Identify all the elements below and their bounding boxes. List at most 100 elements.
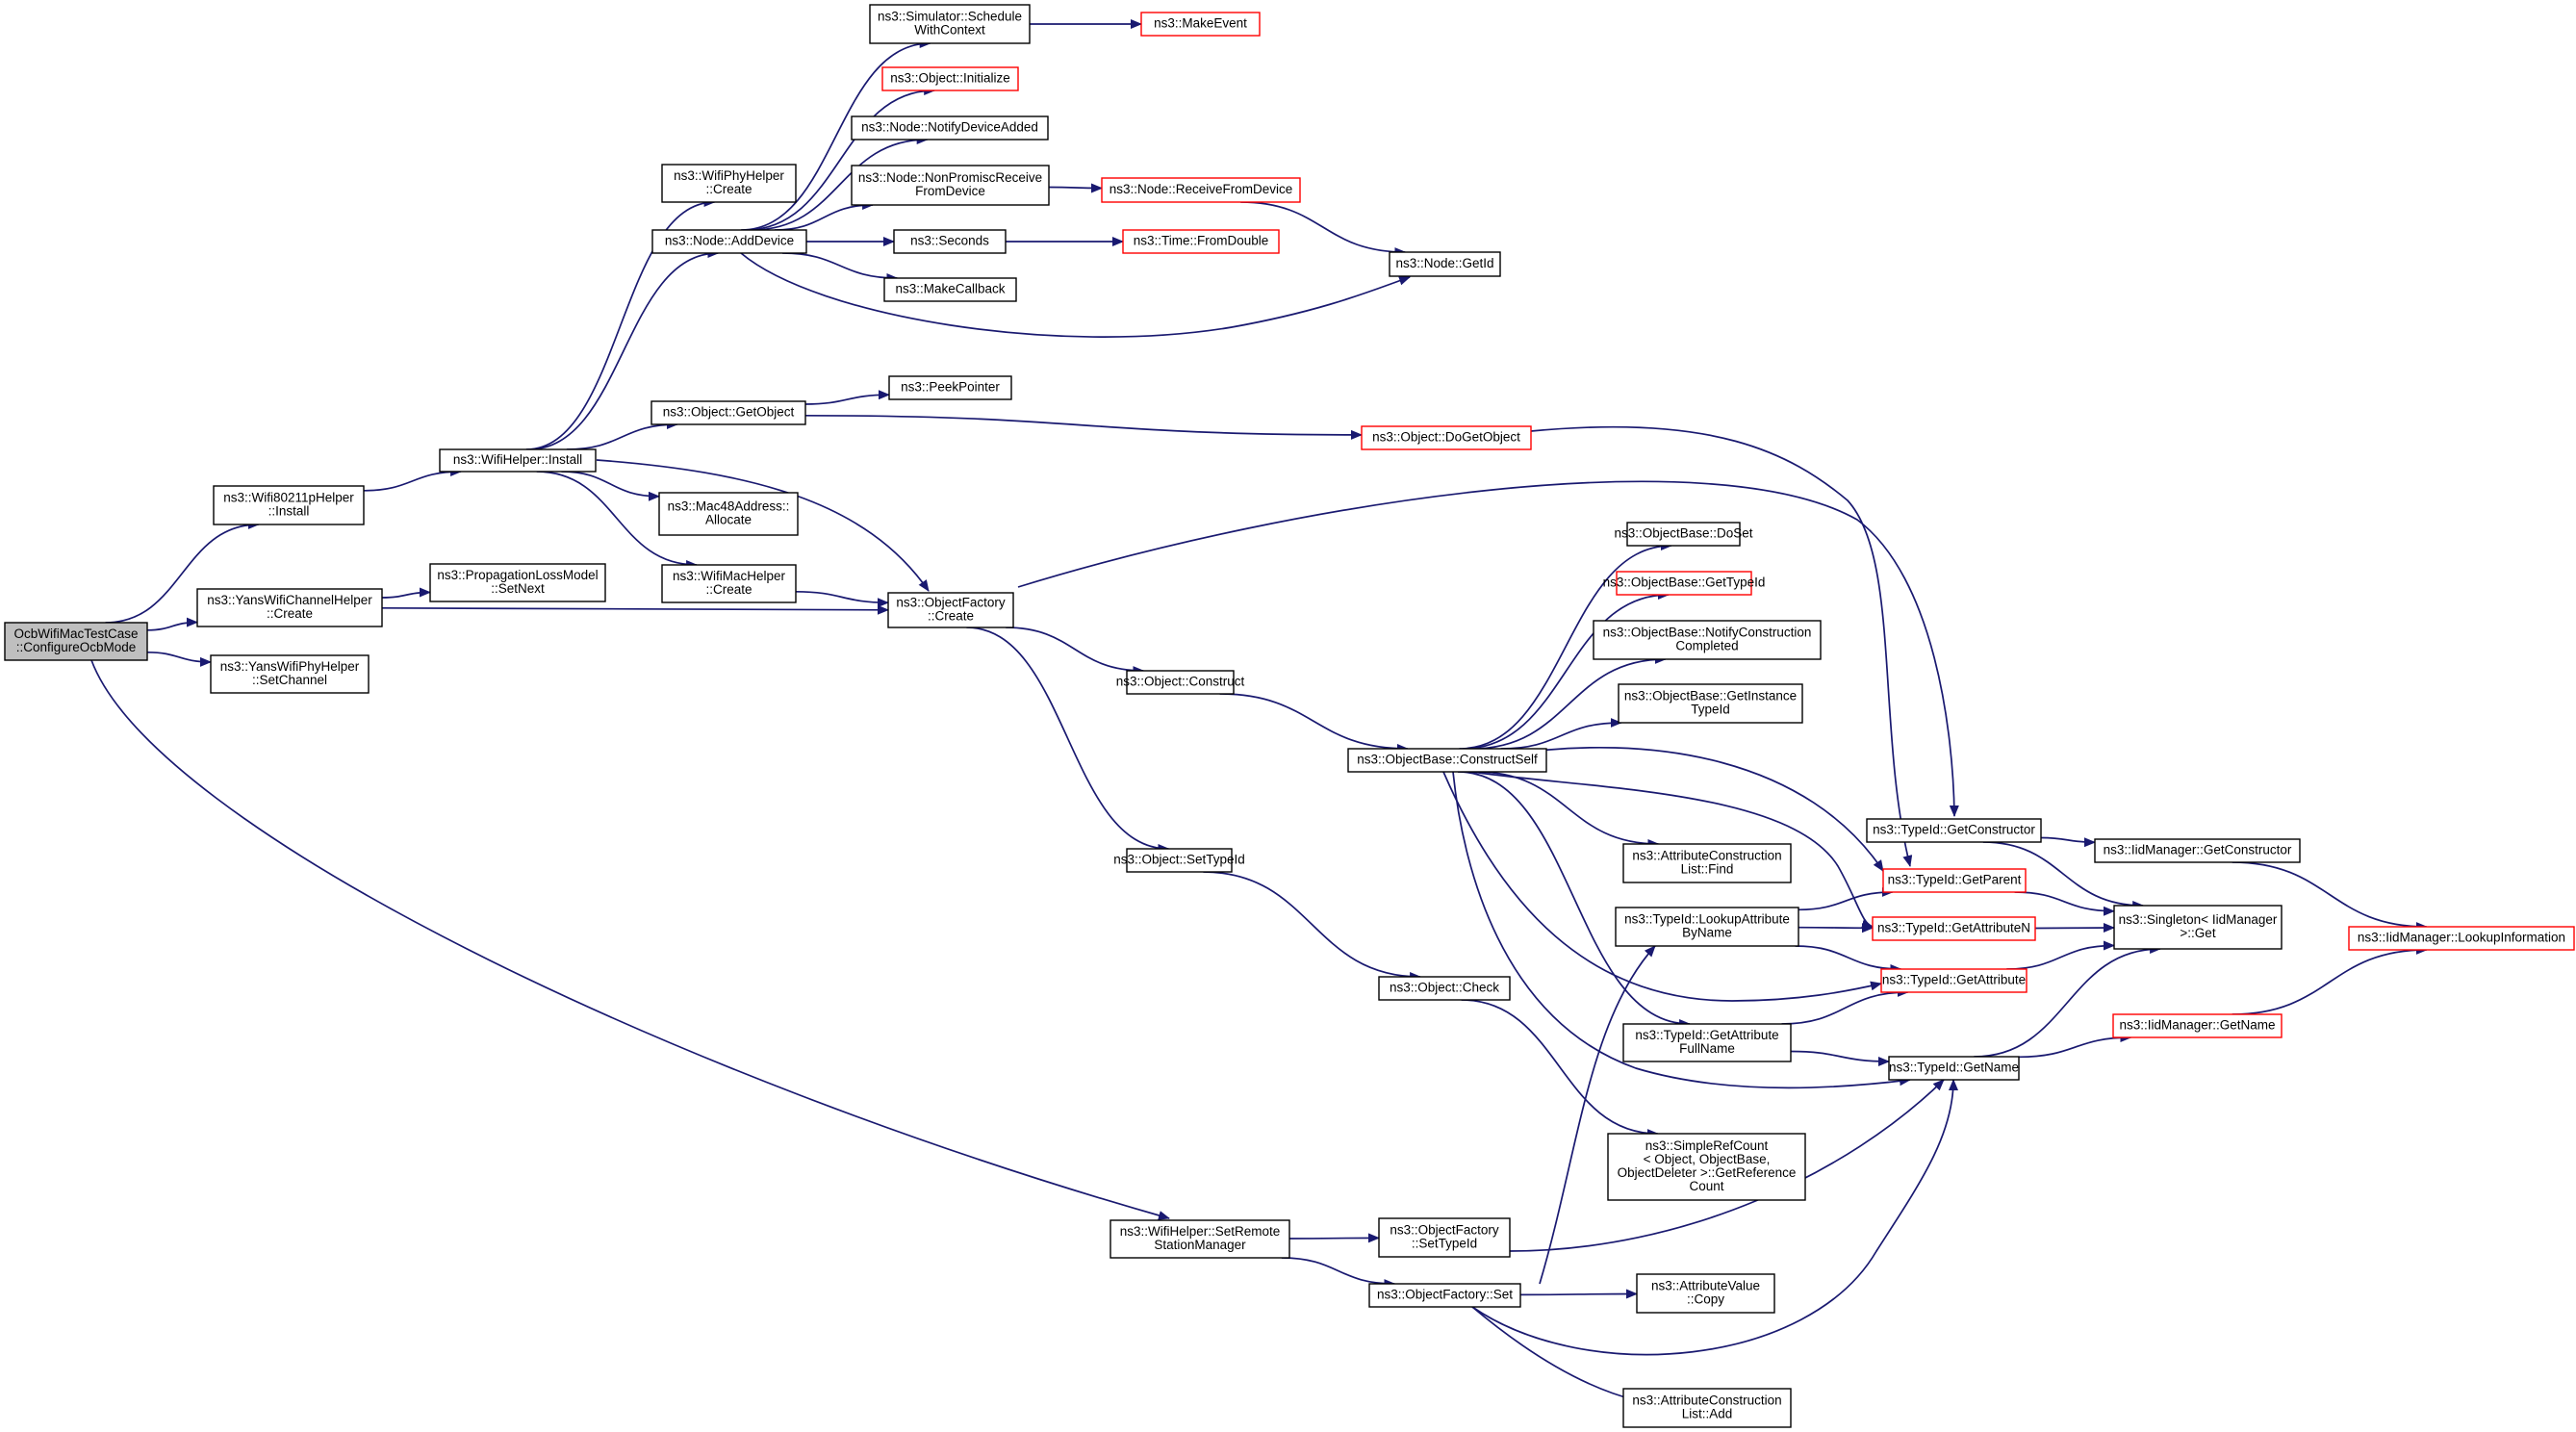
- edge-objfactory_set-to-attrvalue_copy: [1519, 1289, 1638, 1299]
- edge-object_dogetobject-to-typeid_getparent: [1530, 425, 1913, 867]
- node-label-line: ns3::YansWifiPhyHelper: [220, 659, 360, 674]
- node-label-line: Count: [1689, 1179, 1723, 1193]
- node-node-adddevice[interactable]: ns3::Node::AddDevice: [651, 229, 807, 254]
- node-root[interactable]: OcbWifiMacTestCase::ConfigureOcbMode: [4, 622, 148, 661]
- node-objfactory-create[interactable]: ns3::ObjectFactory::Create: [887, 592, 1014, 628]
- node-box: [881, 66, 1019, 91]
- node-label-line: ns3::ObjectBase::GetTypeId: [1603, 575, 1766, 590]
- node-mac48-allocate[interactable]: ns3::Mac48Address::Allocate: [658, 492, 799, 536]
- node-box: [4, 622, 148, 661]
- node-typeid-getattributen[interactable]: ns3::TypeId::GetAttributeN: [1872, 916, 2036, 941]
- node-label-line: ns3::AttributeConstruction: [1632, 1394, 1781, 1408]
- node-iidmanager-getname[interactable]: ns3::IidManager::GetName: [2112, 1013, 2283, 1038]
- node-typeid-getattribute[interactable]: ns3::TypeId::GetAttribute: [1880, 968, 2028, 993]
- edge-objbase_constructself-to-typeid_getparent: [1500, 746, 1884, 872]
- node-node-receivefromdevice[interactable]: ns3::Node::ReceiveFromDevice: [1101, 177, 1301, 203]
- node-typeid-getparent[interactable]: ns3::TypeId::GetParent: [1882, 868, 2027, 893]
- node-box: [893, 229, 1007, 254]
- node-objfactory-settypeid[interactable]: ns3::ObjectFactory::SetTypeId: [1378, 1217, 1511, 1258]
- node-objbase-doset[interactable]: ns3::ObjectBase::DoSet: [1614, 522, 1753, 547]
- node-wifihelper-install[interactable]: ns3::WifiHelper::Install: [439, 448, 597, 473]
- node-objfactory-set[interactable]: ns3::ObjectFactory::Set: [1368, 1283, 1521, 1308]
- node-box: [1378, 1217, 1511, 1258]
- node-object-initialize[interactable]: ns3::Object::Initialize: [881, 66, 1019, 91]
- node-wifiphy-create[interactable]: ns3::WifiPhyHelper::Create: [661, 164, 797, 203]
- node-box: [888, 375, 1012, 400]
- node-label-line: List::Find: [1681, 862, 1734, 877]
- node-wifi80211p-install[interactable]: ns3::Wifi80211pHelper::Install: [213, 485, 365, 525]
- node-label-line: ns3::PeekPointer: [901, 380, 1000, 395]
- node-label-line: FullName: [1679, 1041, 1735, 1056]
- node-proploss-setnext[interactable]: ns3::PropagationLossModel::SetNext: [429, 563, 606, 602]
- edge-node_adddevice-to-node_getid: [740, 252, 1411, 338]
- node-label-line: ns3::Singleton< IidManager: [2119, 912, 2278, 927]
- node-time-fromdouble[interactable]: ns3::Time::FromDouble: [1122, 229, 1280, 254]
- edge-root-to-yans_chan_create: [146, 617, 198, 631]
- node-object-getobject[interactable]: ns3::Object::GetObject: [650, 400, 806, 425]
- edge-objfactory_set-to-typeid_lookupattr: [1539, 945, 1656, 1285]
- node-object-check[interactable]: ns3::Object::Check: [1378, 976, 1511, 1001]
- node-label-line: List::Add: [1682, 1407, 1733, 1421]
- edge-iidmanager_getname-to-iidmanager_lookupinfo: [2232, 945, 2428, 1015]
- edge-typeid_lookupattr-to-typeid_getattribute: [1795, 945, 1902, 974]
- node-label-line: Allocate: [705, 513, 752, 527]
- node-typeid-getname[interactable]: ns3::TypeId::GetName: [1888, 1056, 2020, 1081]
- node-box: [210, 654, 370, 694]
- node-node-notify[interactable]: ns3::Node::NotifyDeviceAdded: [851, 115, 1049, 141]
- node-yans-phy-setchannel[interactable]: ns3::YansWifiPhyHelper::SetChannel: [210, 654, 370, 694]
- node-label-line: ns3::ObjectBase::GetInstance: [1624, 689, 1797, 703]
- edge-object_settypeid-to-object_check: [1203, 871, 1422, 982]
- node-box: [1872, 916, 2036, 941]
- node-label-line: ns3::AttributeConstruction: [1632, 849, 1781, 863]
- node-yans-chan-create[interactable]: ns3::YansWifiChannelHelper::Create: [196, 588, 383, 627]
- node-makecallback[interactable]: ns3::MakeCallback: [883, 277, 1017, 302]
- node-seconds[interactable]: ns3::Seconds: [893, 229, 1007, 254]
- edge-objbase_constructself-to-objbase_getinstance: [1500, 718, 1622, 750]
- edge-wifihelper_install-to-wifiphy_create: [525, 197, 716, 450]
- node-wifimac-create[interactable]: ns3::WifiMacHelper::Create: [661, 564, 797, 603]
- node-objbase-constructself[interactable]: ns3::ObjectBase::ConstructSelf: [1347, 748, 1547, 773]
- node-singleton-get[interactable]: ns3::Singleton< IidManager>::Get: [2113, 905, 2283, 950]
- edge-node_nonpromisc-to-node_receivefromdevice: [1048, 183, 1103, 193]
- node-label-line: ns3::Wifi80211pHelper: [223, 491, 354, 505]
- node-object-dogetobject[interactable]: ns3::Object::DoGetObject: [1361, 425, 1532, 450]
- node-box: [1347, 748, 1547, 773]
- node-iidmanager-lookupinfo[interactable]: ns3::IidManager::LookupInformation: [2348, 926, 2575, 951]
- node-box: [1616, 571, 1752, 596]
- edge-typeid_getattributen-to-singleton_get: [2034, 923, 2115, 933]
- node-simplerefcount[interactable]: ns3::SimpleRefCount< Object, ObjectBase,…: [1607, 1133, 1806, 1201]
- node-typeid-getconstructor[interactable]: ns3::TypeId::GetConstructor: [1866, 818, 2042, 843]
- node-label-line: ns3::TypeId::GetConstructor: [1873, 823, 2035, 837]
- node-makeevent[interactable]: ns3::MakeEvent: [1140, 12, 1261, 37]
- node-box: [429, 563, 606, 602]
- node-objbase-gettypeid[interactable]: ns3::ObjectBase::GetTypeId: [1603, 571, 1766, 596]
- node-object-construct[interactable]: ns3::Object::Construct: [1116, 670, 1245, 695]
- node-peekpointer[interactable]: ns3::PeekPointer: [888, 375, 1012, 400]
- node-box: [2112, 1013, 2283, 1038]
- edge-root-to-wifihelper_setremote: [90, 659, 1170, 1220]
- node-objbase-notifyconstruction[interactable]: ns3::ObjectBase::NotifyConstructionCompl…: [1593, 620, 1822, 660]
- node-object-settypeid[interactable]: ns3::Object::SetTypeId: [1113, 848, 1245, 873]
- edge-wifimac_create-to-objfactory_create: [795, 590, 889, 608]
- node-label-line: ns3::WifiMacHelper: [673, 569, 786, 583]
- node-box: [883, 277, 1017, 302]
- node-label-line: ns3::MakeEvent: [1154, 16, 1247, 31]
- edge-wifihelper_install-to-wifimac_create: [536, 471, 699, 570]
- node-attrvalue-copy[interactable]: ns3::AttributeValue::Copy: [1636, 1273, 1775, 1314]
- node-iidmanager-getconstructor[interactable]: ns3::IidManager::GetConstructor: [2094, 838, 2301, 863]
- node-label-line: ns3::ObjectBase::ConstructSelf: [1357, 753, 1538, 767]
- node-label-line: ::SetTypeId: [1412, 1237, 1477, 1251]
- node-node-getid[interactable]: ns3::Node::GetId: [1389, 251, 1501, 277]
- node-label-line: ns3::IidManager::LookupInformation: [2358, 931, 2565, 945]
- edge-typeid_getname-to-iidmanager_getname: [2018, 1033, 2132, 1059]
- edge-iidmanager_getconstructor-to-iidmanager_lookupinfo: [2232, 861, 2428, 932]
